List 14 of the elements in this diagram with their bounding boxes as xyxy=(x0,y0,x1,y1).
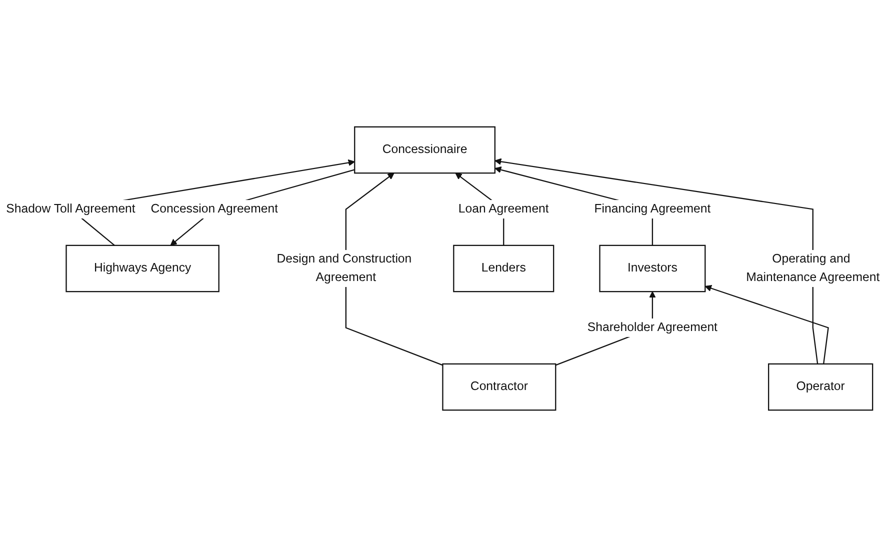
node-box: Contractor xyxy=(442,363,556,411)
edge-label: Design and Construction Agreement xyxy=(276,252,412,284)
node-box: Lenders xyxy=(453,244,554,292)
arrow xyxy=(704,285,829,364)
node-box: Investors xyxy=(599,244,706,292)
node-box: Concessionaire xyxy=(354,126,496,174)
node-box: Operator xyxy=(768,363,874,411)
edge-label: Financing Agreement xyxy=(594,202,711,216)
edge-label: Shadow Toll Agreement xyxy=(6,202,136,216)
node-box: Highways Agency xyxy=(66,244,220,292)
edge-label: Shareholder Agreement xyxy=(587,320,718,334)
edge-label: Operating and Maintenance Agreement xyxy=(746,252,880,284)
edge-label: Concession Agreement xyxy=(150,202,278,216)
edge-label: Loan Agreement xyxy=(458,202,549,216)
